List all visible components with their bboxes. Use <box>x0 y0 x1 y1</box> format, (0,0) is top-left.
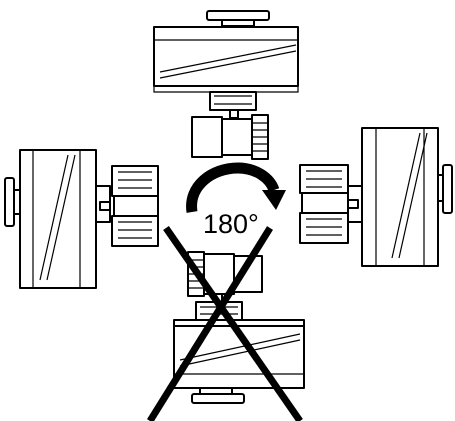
valve-actuator-left <box>4 149 159 289</box>
prohibited-cross-icon <box>147 226 303 421</box>
rotation-angle-label: 180° <box>203 209 259 239</box>
valve-actuator-top <box>153 10 299 160</box>
rotation-arrow-icon <box>186 162 286 213</box>
valve-actuator-right <box>299 127 453 267</box>
